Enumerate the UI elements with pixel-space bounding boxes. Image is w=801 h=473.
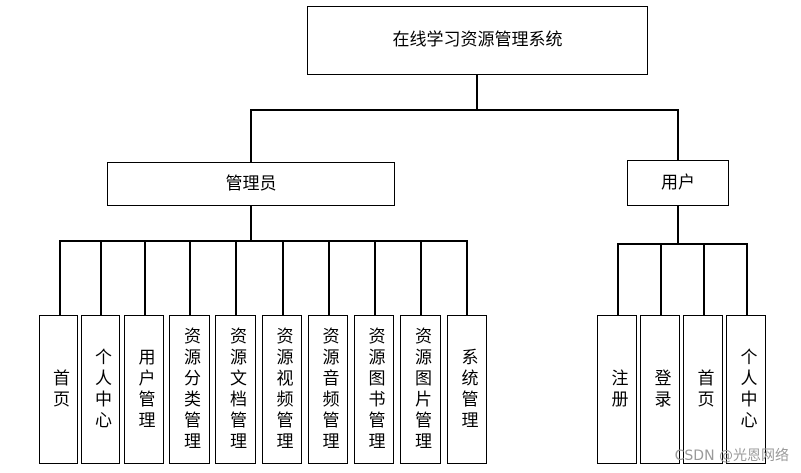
connector-line	[144, 240, 146, 316]
connector-line	[466, 240, 468, 316]
connector-line	[235, 240, 237, 316]
admin-leaf-label: 资源图书管理	[364, 326, 385, 453]
connector-line	[250, 109, 252, 163]
admin-leaf-label: 资源视频管理	[272, 326, 293, 453]
connector-line	[617, 243, 619, 316]
connector-line	[677, 205, 679, 244]
admin-leaf-resource-audio: 资源音频管理	[308, 315, 348, 464]
admin-leaf-label: 个人中心	[91, 347, 111, 432]
user-node: 用户	[627, 160, 729, 206]
admin-leaf-resource-images: 资源图片管理	[400, 315, 441, 464]
connector-line	[250, 109, 679, 111]
connector-line	[617, 243, 747, 245]
admin-leaf-resource-video: 资源视频管理	[262, 315, 302, 464]
admin-leaf-label: 首页	[49, 368, 69, 411]
root-node-label: 在线学习资源管理系统	[392, 30, 563, 50]
admin-node-label: 管理员	[225, 173, 277, 194]
admin-node: 管理员	[107, 162, 395, 206]
root-node: 在线学习资源管理系统	[307, 6, 648, 75]
user-leaf-register: 注册	[597, 315, 637, 464]
admin-leaf-label: 资源图片管理	[411, 326, 431, 453]
connector-line	[100, 240, 102, 316]
user-leaf-login: 登录	[640, 315, 680, 464]
connector-line	[703, 243, 705, 316]
user-leaf-home: 首页	[683, 315, 723, 464]
admin-leaf-label: 系统管理	[457, 347, 478, 432]
admin-leaf-resource-books: 资源图书管理	[354, 315, 394, 464]
admin-leaf-resource-category: 资源分类管理	[169, 315, 210, 464]
watermark-text: CSDN @光恩网络	[674, 448, 789, 464]
connector-line	[660, 243, 662, 316]
admin-leaf-system-management: 系统管理	[447, 315, 487, 464]
connector-line	[59, 240, 61, 316]
admin-leaf-label: 资源分类管理	[180, 326, 200, 453]
connector-line	[59, 240, 468, 242]
connector-line	[374, 240, 376, 316]
connector-line	[420, 240, 422, 316]
user-leaf-personal-center: 个人中心	[726, 315, 766, 464]
user-leaf-label: 登录	[650, 368, 671, 411]
admin-leaf-home: 首页	[39, 315, 78, 464]
connector-line	[328, 240, 330, 316]
connector-line	[250, 205, 252, 241]
user-node-label: 用户	[661, 172, 695, 193]
connector-line	[746, 243, 748, 316]
user-leaf-label: 首页	[693, 368, 714, 411]
user-leaf-label: 注册	[607, 368, 628, 411]
admin-leaf-label: 用户管理	[134, 347, 155, 432]
admin-leaf-label: 资源文档管理	[226, 326, 246, 453]
connector-line	[189, 240, 191, 316]
connector-line	[282, 240, 284, 316]
connector-line	[476, 74, 478, 110]
admin-leaf-resource-document: 资源文档管理	[215, 315, 256, 464]
admin-leaf-personal-center: 个人中心	[81, 315, 120, 464]
admin-leaf-user-management: 用户管理	[124, 315, 164, 464]
admin-leaf-label: 资源音频管理	[318, 326, 339, 453]
user-leaf-label: 个人中心	[736, 347, 757, 432]
connector-line	[677, 109, 679, 161]
